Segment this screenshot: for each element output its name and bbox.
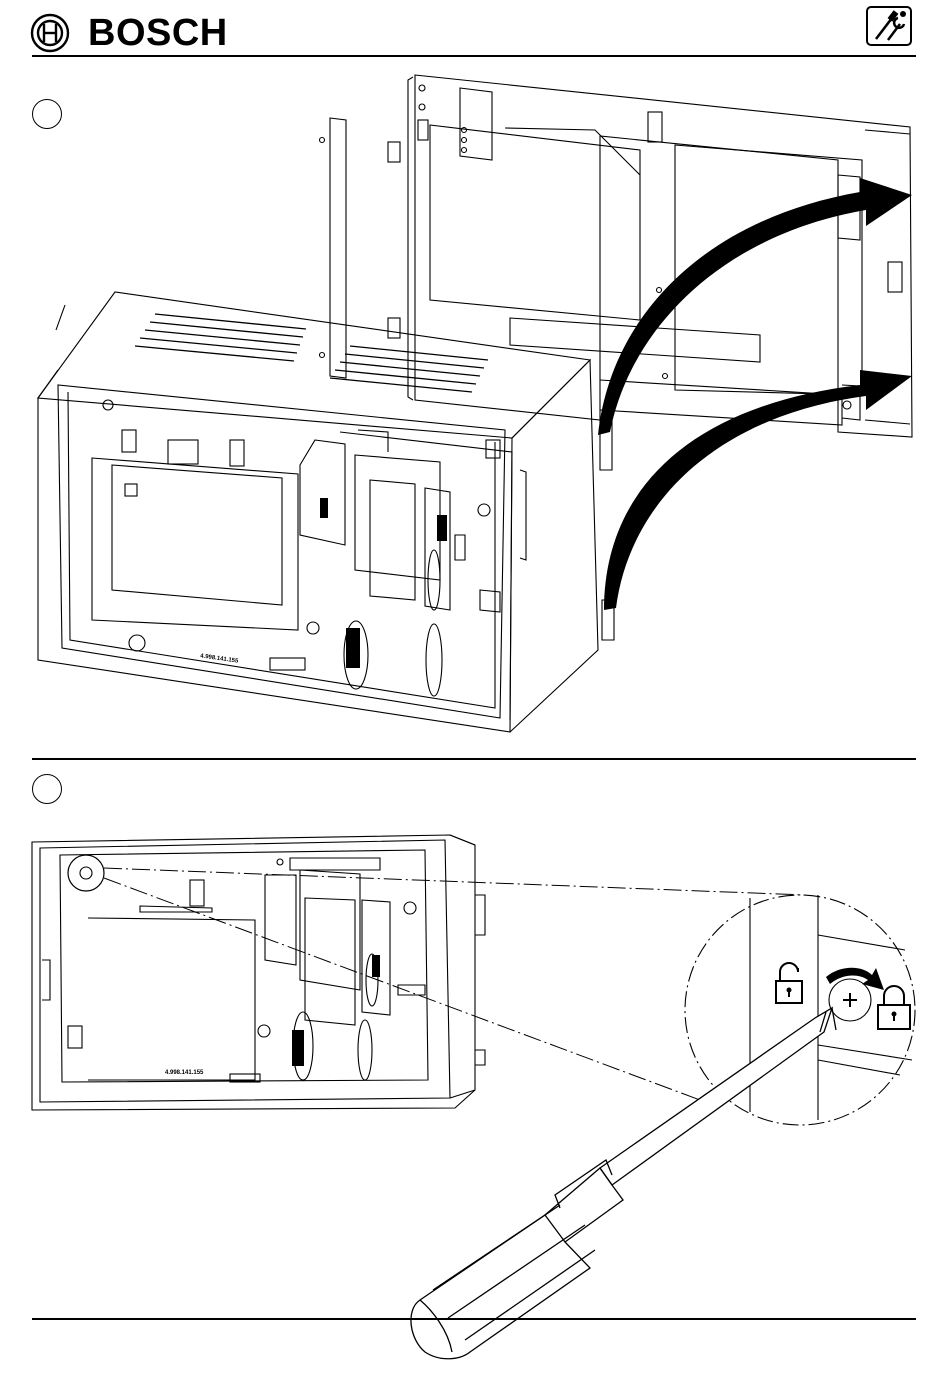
step-1-illustration — [0, 0, 950, 760]
unit-serial-label-bottom: 4.998.141.155 — [165, 1070, 203, 1076]
unlocked-padlock-icon — [776, 963, 802, 1003]
step-2-illustration — [0, 760, 950, 1380]
locked-padlock-icon — [878, 986, 910, 1029]
footer-rule — [32, 1318, 916, 1320]
clockwise-arrow-icon — [826, 968, 884, 990]
